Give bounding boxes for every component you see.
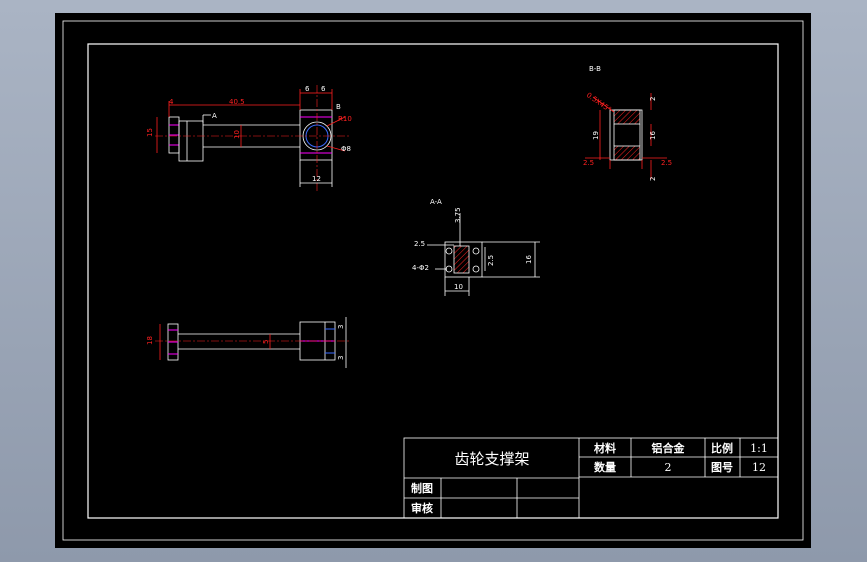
bb-dim-top-right: 2 — [649, 97, 657, 101]
section-aa — [427, 213, 540, 296]
front-dim-6b: 6 — [321, 85, 326, 93]
front-dim-shaft: 10 — [233, 130, 241, 139]
front-dim-12: 12 — [312, 175, 321, 183]
aa-dim-inner: 2.5 — [487, 255, 495, 266]
cad-viewport[interactable]: 4 40.5 6 6 15 10 R10 Φ8 12 A B 18 5 3 3 … — [55, 13, 811, 548]
front-dim-6a: 6 — [305, 85, 310, 93]
quantity-label: 数量 — [594, 460, 616, 474]
marker-b: B — [336, 103, 341, 111]
front-dim-phi: Φ8 — [341, 145, 351, 153]
bb-dim-chamfer: 0.5X45° — [585, 91, 613, 114]
bb-dim-bottom-small: 2 — [649, 177, 657, 181]
drawing-title: 齿轮支撑架 — [454, 450, 529, 468]
side-dim-bottom: 3 — [337, 356, 345, 360]
checked-by-label: 审核 — [411, 501, 433, 515]
side-dim-top: 3 — [337, 325, 345, 329]
side-view — [155, 317, 350, 368]
material-label: 材料 — [594, 441, 616, 455]
bb-dim-right-inner: 16 — [649, 131, 657, 140]
front-dim-length: 40.5 — [229, 98, 245, 106]
bb-dim-bottom-right: 2.5 — [661, 159, 672, 167]
side-dim-shaft: 5 — [262, 340, 270, 344]
front-dim-r: R10 — [338, 115, 352, 123]
drawing-no-label: 图号 — [711, 461, 733, 474]
front-view — [155, 85, 350, 191]
aa-dim-top: 3.75 — [454, 207, 462, 223]
cad-drawing: 4 40.5 6 6 15 10 R10 Φ8 12 A B 18 5 3 3 … — [62, 20, 804, 541]
front-dim-small: 4 — [169, 98, 174, 106]
drawn-by-label: 制图 — [411, 481, 433, 495]
drawing-no-value: 12 — [752, 461, 766, 474]
section-bb-label: B-B — [589, 65, 601, 73]
front-dim-height: 15 — [146, 128, 154, 137]
aa-hole-note: 4-Φ2 — [412, 264, 429, 272]
outer-frame — [62, 20, 804, 541]
scale-label: 比例 — [711, 441, 733, 455]
material-value: 铝合金 — [652, 441, 686, 455]
scale-value: 1:1 — [750, 442, 768, 455]
section-bb — [585, 93, 667, 179]
bb-dim-left-height: 19 — [592, 131, 600, 140]
section-aa-label: A-A — [430, 198, 442, 206]
bb-dim-bottom-left: 2.5 — [583, 159, 594, 167]
title-block — [403, 437, 779, 519]
side-dim-height: 18 — [146, 336, 154, 345]
marker-a: A — [212, 112, 217, 120]
quantity-value: 2 — [665, 461, 672, 474]
aa-dim-left: 2.5 — [414, 240, 425, 248]
aa-dim-right: 16 — [525, 255, 533, 264]
aa-dim-bottom: 10 — [454, 283, 463, 291]
